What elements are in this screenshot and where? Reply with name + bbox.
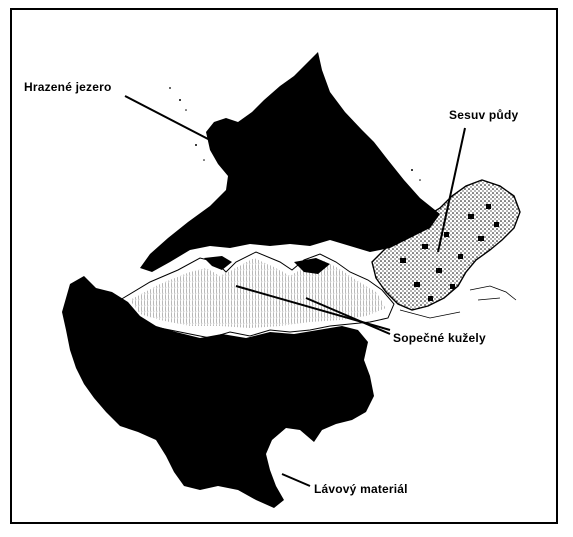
volcanic-cones-label: Sopečné kužely: [393, 331, 486, 345]
lava-material-label: Lávový materiál: [314, 482, 408, 496]
lake-leader-line: [125, 96, 210, 140]
dammed-lake-label: Hrazené jezero: [24, 80, 112, 94]
landslide-label: Sesuv půdy: [449, 108, 518, 122]
lava-leader-line: [282, 474, 310, 486]
dammed-lake-shape: [140, 52, 440, 272]
